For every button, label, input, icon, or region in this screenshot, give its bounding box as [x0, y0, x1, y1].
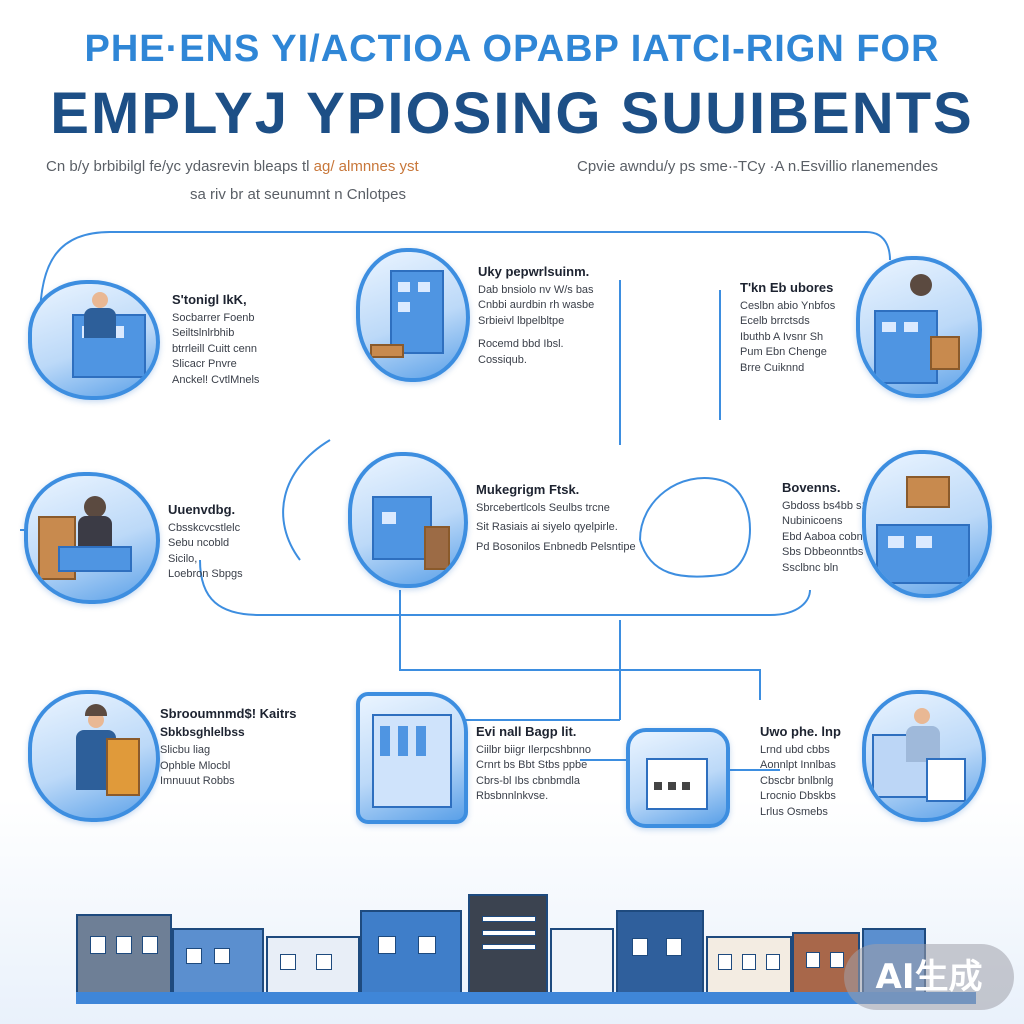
- card-text-9: Uwo phe. lnp Lrnd ubd cbbs Aonnlpt Innlb…: [760, 724, 841, 820]
- card-line: Slicacr Pnvre: [172, 358, 237, 370]
- card-line: Cnbbi aurdbin rh wasbe: [478, 299, 595, 311]
- card-line: Pd Bosonilos Enbnedb Pelsntipe: [476, 540, 636, 553]
- card-line: Cbscbr bnlbnlg: [760, 774, 834, 787]
- card-text-3: T'kn Eb ubores Ceslbn abio Ynbfos Ecelb …: [740, 280, 835, 376]
- illustration-storage-room: [862, 450, 992, 598]
- connector-left-arc: [282, 439, 331, 561]
- card-text-1: S'tonigl IkK, Socbarrer Foenb Seiltslnlr…: [172, 292, 259, 388]
- card-line: Cbrs-bl Ibs cbnbmdla: [476, 774, 580, 787]
- card-text-7: Sbrooumnmd$! Kaitrs Sbkbsghlelbss Slicbu…: [160, 706, 297, 790]
- building: [616, 910, 704, 994]
- connector-mid-circle: [639, 477, 751, 578]
- card-line: Lrnd ubd cbbs: [760, 743, 830, 756]
- connector-top-mid: [619, 280, 721, 445]
- card-text-8: Evi nall Bagp lit. Ciilbr biigr Ilerpcsh…: [476, 724, 591, 805]
- card-title: T'kn Eb ubores: [740, 280, 834, 295]
- card-title: S'tonigl IkK,: [172, 292, 247, 307]
- illustration-control-room: [862, 690, 986, 822]
- building: [706, 936, 792, 994]
- card-line: Lrocnio Dbskbs: [760, 790, 836, 802]
- card-title: Uwo phe. lnp: [760, 724, 841, 739]
- illustration-worker-files: [28, 690, 160, 822]
- card-line: Slicbu liag: [160, 744, 211, 756]
- card-line: Sbrcebertlcols Seulbs trcne: [476, 501, 610, 514]
- illustration-worker-desk: [28, 280, 160, 400]
- building: [266, 936, 360, 994]
- ground: [76, 992, 976, 1004]
- connector-top-loop: [39, 231, 891, 321]
- card-line: Lrlus Osmebs: [760, 805, 828, 818]
- title-main: EMPLYJ YPIOSING SUUIBENTS: [50, 81, 974, 146]
- building: [76, 914, 172, 994]
- illustration-laboratory: [356, 692, 468, 824]
- subtitle-left: Cn b/y brbibilgl fe/yc ydasrevin bleaps …: [46, 158, 419, 175]
- building: [468, 894, 548, 994]
- card-line: Rbsbnnlnkvse.: [476, 790, 549, 802]
- building: [550, 928, 614, 994]
- subtitle-left-part-a: Cn b/y brbibilgl fe/yc ydasrevin bleaps …: [46, 158, 310, 175]
- illustration-house-worker: [348, 452, 468, 588]
- card-subtitle: Sbkbsghlelbss: [160, 724, 245, 739]
- card-line: Ophble Mlocbl: [160, 759, 231, 772]
- card-title: Mukegrigm Ftsk.: [476, 482, 580, 497]
- card-line: Sebu ncobld: [168, 537, 230, 549]
- card-line: Ceslbn abio Ynbfos: [740, 299, 836, 312]
- card-line: Crnrt bs Bbt Stbs ppbe: [476, 759, 588, 771]
- building: [172, 928, 264, 994]
- card-line: Ciilbr biigr Ilerpcshbnno: [476, 743, 591, 756]
- card-line: Ecelb brrctsds: [740, 315, 810, 327]
- card-line: Ssclbnc bln: [782, 561, 839, 574]
- subtitle-left-part-b: ag/ almnnes yst: [313, 158, 419, 175]
- card-title: Sbrooumnmd$! Kaitrs: [160, 706, 297, 721]
- ai-generated-badge: AI生成: [844, 944, 1014, 1010]
- card-line: Nubinicoens: [782, 515, 843, 527]
- card-title: Evi nall Bagp lit.: [476, 724, 577, 739]
- card-line: Imnuuut Robbs: [160, 775, 235, 787]
- subtitle-left-line2: sa riv br at seunumnt n Cnlotpes: [190, 186, 406, 203]
- city-skyline: [76, 890, 976, 1004]
- illustration-worker-typing: [24, 472, 160, 604]
- building: [360, 910, 462, 994]
- card-line: Brre Cuiknnd: [740, 361, 805, 374]
- card-line: Socbarrer Foenb: [172, 311, 255, 324]
- card-line: Cossiqub.: [478, 353, 527, 366]
- connector-bottom: [460, 620, 780, 771]
- title-top: PHE·ENS YI/ACTIOA OPABP IATCI-RIGN FOR: [84, 28, 940, 70]
- card-text-4: Uuenvdbg. Cbsskcvcstlelc Sebu ncobld Sic…: [168, 502, 243, 583]
- card-title: Uky pepwrlsuinm.: [478, 264, 590, 279]
- subtitle-right: Cpvie awndu/y ps sme·-TCy ·A n.Esvillio …: [577, 158, 938, 175]
- card-line: Seiltslnlrbhib: [172, 327, 235, 339]
- connector-vertical: [399, 590, 761, 700]
- card-line: Dab bnsiolo nv W/s bas: [478, 283, 594, 296]
- card-line: Loebron Sbpgs: [168, 568, 243, 580]
- card-line: Sicilo,: [168, 552, 198, 565]
- card-line: Anckel! CvtlMnels: [172, 373, 260, 386]
- card-line: btrrleill Cuitt cenn: [172, 342, 257, 355]
- card-text-5: Mukegrigm Ftsk. Sbrcebertlcols Seulbs tr…: [476, 482, 636, 555]
- card-title: Bovenns.: [782, 480, 841, 495]
- illustration-factory: [626, 728, 730, 828]
- card-line: Ebd Aaboa cobnbe: [782, 530, 875, 543]
- card-line: Srbieivl lbpelbltpe: [478, 314, 565, 327]
- card-line: Sbs Dbbeonntbs: [782, 546, 864, 558]
- card-text-2: Uky pepwrlsuinm. Dab bnsiolo nv W/s bas …: [478, 264, 594, 368]
- card-line: Pum Ebn Chenge: [740, 346, 827, 358]
- card-line: Aonnlpt Innlbas: [760, 759, 836, 771]
- card-title: Uuenvdbg.: [168, 502, 236, 517]
- card-line: Ibuthb A Ivsnr Sh: [740, 330, 824, 343]
- card-line: Cbsskcvcstlelc: [168, 521, 241, 534]
- card-line: Sit Rasiais ai siyelo qyelpirle.: [476, 521, 618, 533]
- card-line: Rocemd bbd Ibsl.: [478, 338, 564, 350]
- illustration-office-building: [356, 248, 470, 382]
- illustration-manager-office: [856, 256, 982, 398]
